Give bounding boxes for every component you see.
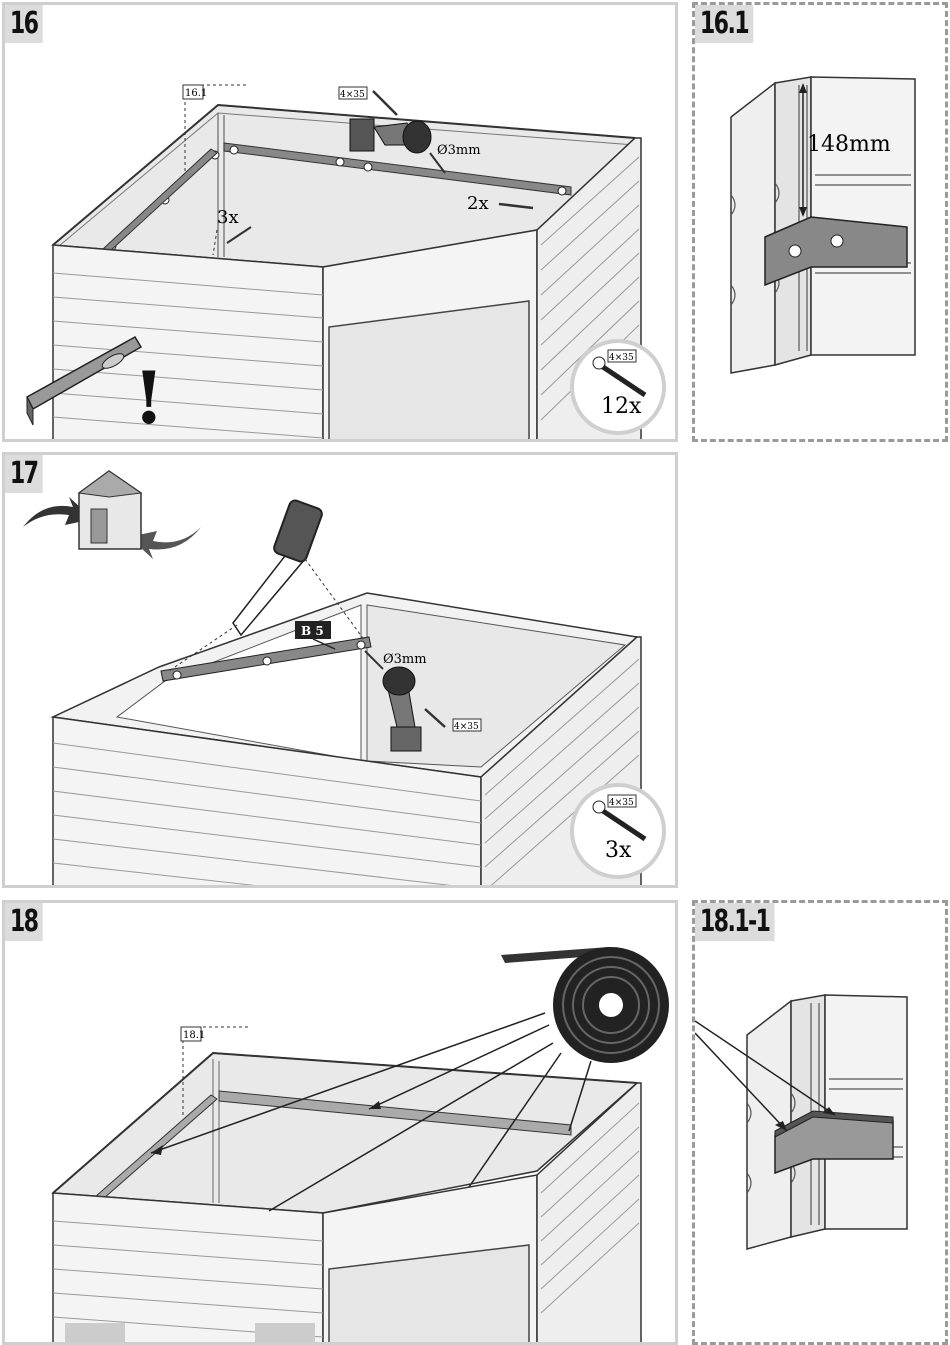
- detail-18-1-1-illustration: [695, 994, 908, 1250]
- step-number: 16.1: [695, 5, 753, 43]
- drill-size-label: Ø3mm: [437, 143, 481, 158]
- screw-tag-label: 4×35: [340, 90, 365, 100]
- badge-count-label: 12x: [601, 394, 642, 419]
- bracket-part: [764, 216, 908, 287]
- saw-icon: [232, 499, 323, 637]
- count-3x-label: 3x: [217, 207, 239, 228]
- drill-size-label: Ø3mm: [383, 652, 427, 667]
- screw-icon: [424, 708, 446, 728]
- step-18-panel: 18.1 18: [2, 900, 678, 1345]
- detail-16-1-illustration: 148mm: [730, 76, 916, 374]
- screw-icon: [592, 356, 647, 398]
- sealing-tape-strip: [774, 1110, 894, 1138]
- warning-mark: !: [133, 355, 165, 440]
- drill-icon: [364, 650, 422, 752]
- part-label: B 5: [301, 624, 324, 638]
- rotate-shed-icon: [23, 470, 201, 559]
- step-number: 18: [5, 903, 43, 941]
- detail-ref-label: 16.1: [185, 88, 207, 99]
- detail-16-1-panel: 148mm 16.1: [692, 2, 948, 442]
- step-number: 16: [5, 5, 43, 43]
- screw-icon: [592, 800, 647, 842]
- screw-icon: [226, 226, 252, 244]
- step-17-panel: B 5 Ø3mm 4×35 4×35 3: [2, 452, 678, 888]
- tape-roll-icon: [501, 947, 669, 1063]
- screw-tag-label: 4×35: [454, 722, 479, 732]
- drill-icon: [349, 118, 446, 174]
- spirit-level-icon: [26, 335, 143, 426]
- badge-screw-tag: 4×35: [609, 353, 634, 363]
- part-label-box: [295, 621, 331, 639]
- step-number: 17: [5, 455, 43, 493]
- detail-18-1-1-panel: 18.1-1: [692, 900, 948, 1345]
- detail-ref-label: 18.1: [183, 1030, 205, 1041]
- measurement-label: 148mm: [807, 132, 891, 157]
- step-17-illustration: B 5 Ø3mm 4×35 4×35 3: [23, 470, 666, 885]
- screw-icon: [372, 90, 398, 116]
- step-18-illustration: 18.1: [51, 947, 669, 1342]
- count-2x-label: 2x: [467, 193, 489, 214]
- step-16-illustration: 16.1 Ø3mm 4×35 3x 2x ! 4×35: [26, 84, 666, 440]
- screw-icon: [498, 202, 534, 210]
- badge-screw-tag: 4×35: [609, 798, 634, 808]
- step-16-panel: 16.1 Ø3mm 4×35 3x 2x ! 4×35: [2, 2, 678, 442]
- badge-count-label: 3x: [605, 838, 632, 863]
- step-number: 18.1-1: [695, 903, 775, 941]
